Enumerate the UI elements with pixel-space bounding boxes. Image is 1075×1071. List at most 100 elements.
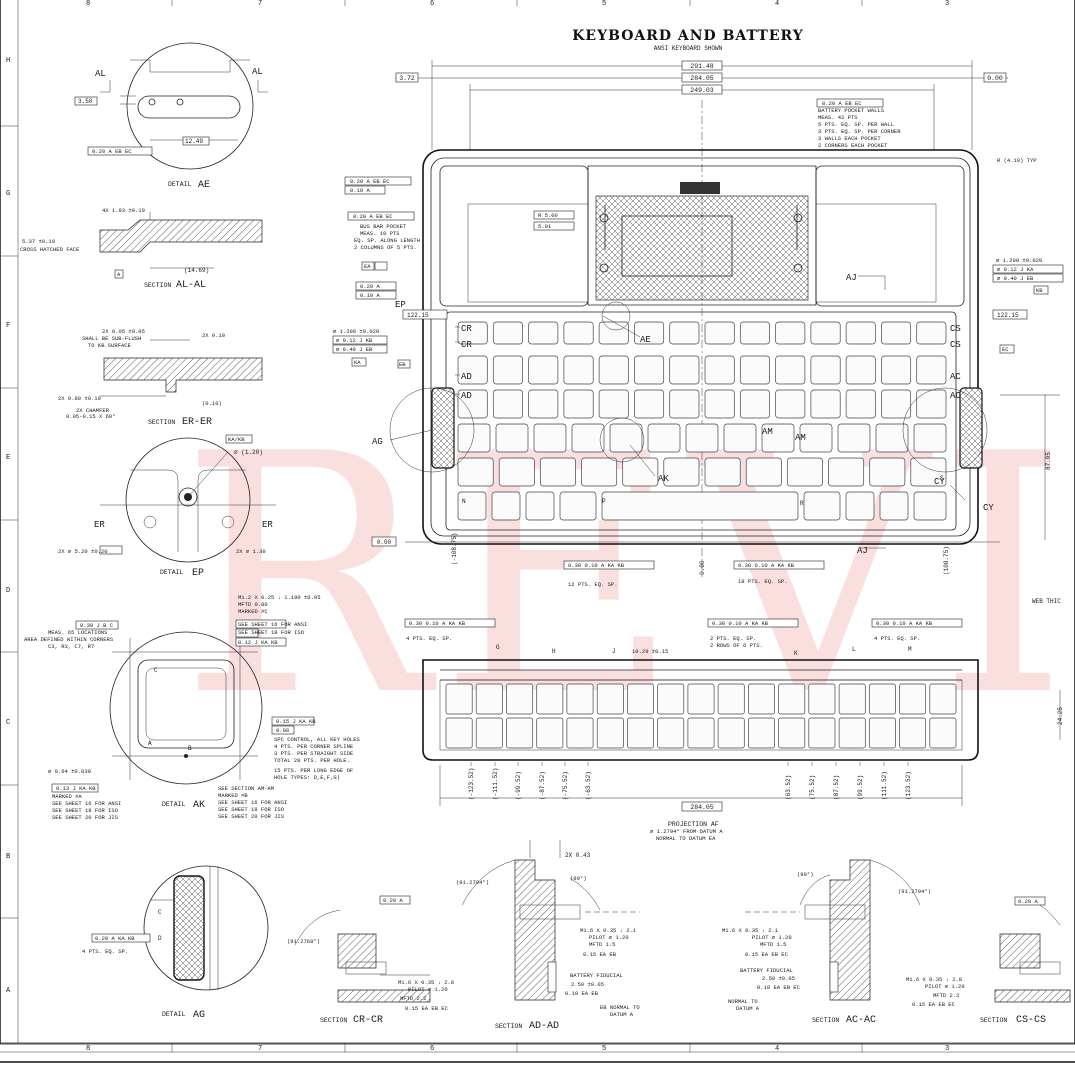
callout-am-2: AM	[795, 433, 806, 443]
fcf-busbar: 0.20 A EB EC	[353, 213, 393, 220]
detail-ag	[91, 865, 269, 991]
letter-c-ak: C	[154, 667, 158, 674]
dim-010: 2X 0.10	[202, 332, 225, 339]
note-mftd22-cr: MFTD 2.2	[400, 995, 426, 1002]
key-hole	[663, 457, 700, 487]
dim-r500: R 5.00	[538, 212, 558, 219]
section-key-cell	[778, 683, 806, 715]
section-key-cell	[627, 717, 654, 749]
note-pilot-ac: PILOT ⌀ 1.20	[752, 934, 792, 941]
note-projection: PROJECTION AF	[668, 821, 719, 828]
dim-250-ac: 2.50 ±0.05	[762, 975, 795, 982]
note-pilot-cr: PILOT ⌀ 1.20	[408, 986, 448, 993]
dim-064: ⌀ 0.64 ±0.030	[48, 768, 91, 775]
zone-col-6: 6	[430, 1045, 434, 1053]
key-hole	[803, 491, 841, 521]
key-hole	[775, 355, 806, 385]
fcf-ag: 0.20 A KA KB	[95, 935, 135, 942]
dim-005: 2X 0.05 ±0.05	[102, 328, 145, 335]
section-key-cell	[596, 683, 624, 715]
note-area: AREA DEFINED WITHIN CORNERS	[24, 636, 114, 643]
zone-row-f: F	[6, 322, 10, 330]
note-battery-meas: MEAS. 42 PTS	[818, 114, 858, 121]
detail-ag-id: AG	[193, 1010, 205, 1021]
key-hole	[913, 423, 947, 453]
key-hole	[634, 389, 665, 419]
fcf-ak-3: 0.08	[276, 727, 289, 734]
section-key-cell	[868, 717, 896, 749]
note-fid-ad: BATTERY FIDUCIAL	[570, 972, 623, 979]
key-hole	[810, 321, 841, 345]
callout-cy-1: CY	[934, 477, 945, 487]
note-4pts-ag: 4 PTS. EQ. SP.	[82, 948, 128, 955]
callout-ac-2: AC	[950, 391, 961, 401]
detail-ep-label: DETAIL	[160, 569, 184, 576]
angle-cr: (91.2768°)	[287, 938, 320, 945]
key-hole	[533, 423, 567, 453]
fcf-12pts: 0.30 0.10 A KA KB	[568, 562, 625, 569]
fcf-right-2: ⌀ 0.40 J EB	[997, 275, 1034, 282]
section-al-label: SECTION	[144, 282, 171, 289]
dim-2425: 24.25	[1057, 707, 1064, 725]
note-sheet18-b: SEE SHEET 18 FOR ISO	[218, 806, 285, 813]
section-key-cell	[475, 717, 503, 749]
key-hole	[492, 321, 523, 345]
dim-side-left: (-108.75)	[451, 533, 458, 565]
callout-ep: EP	[395, 300, 406, 310]
key-hole	[775, 389, 806, 419]
key-hole	[916, 389, 947, 419]
section-key-cell	[687, 683, 715, 715]
section-cs-cs	[994, 896, 1071, 1003]
section-cs-label: SECTION	[980, 1017, 1007, 1024]
letter-s: S	[940, 475, 944, 482]
angle-ac-90: (90°)	[797, 871, 814, 878]
section-key-cell	[566, 717, 594, 749]
section-key-cell	[506, 717, 534, 749]
datum-a-al: A	[117, 271, 121, 278]
drawing-title: KEYBOARD AND BATTERY	[572, 28, 803, 44]
detail-ae-id: AE	[198, 180, 210, 191]
note-battery-pts2: 3 PTS. EQ. SP. PER CORNER	[818, 128, 901, 135]
fcf-left-eb: ⌀ 0.40 J EB	[336, 346, 373, 353]
note-m16-ad: M1.6 X 0.35 ↓ 2.1	[580, 927, 637, 934]
section-key-cell	[748, 683, 775, 715]
note-mftd22-cs: MFTD 2.2	[933, 992, 959, 999]
fcf-cr: 0.20 A	[383, 897, 404, 904]
note-m16-ac: M1.6 X 0.35 ↓ 2.1	[722, 927, 779, 934]
note-proj-1: ⌀ 1.2794° FROM DATUM A	[650, 828, 723, 835]
zone-row-c: C	[6, 719, 10, 727]
note-battery-pocket: BATTERY POCKET WALLS	[818, 107, 885, 114]
note-fid-ac: BATTERY FIDUCIAL	[740, 967, 793, 974]
zone-col-7-top: 7	[258, 0, 262, 8]
note-busbar-meas: MEAS. 10 PTS	[360, 230, 400, 237]
callout-ag: AG	[372, 437, 383, 447]
dim-350: 3.50	[78, 98, 93, 105]
section-cs-id: CS-CS	[1016, 1015, 1046, 1026]
datum-eb-ad: EB	[600, 1004, 607, 1011]
key-hole	[559, 491, 597, 521]
note-sheet18-a: SEE SHEET 18 FOR ISO	[52, 807, 119, 814]
note-spc-5: HOLE TYPES: D,E,F,G)	[274, 774, 340, 781]
key-hole	[916, 355, 947, 385]
note-meas65: MEAS. 65 LOCATIONS	[48, 629, 108, 636]
angle-ad-90: (90°)	[570, 875, 587, 882]
section-key-cell	[445, 683, 473, 715]
detail-ak-circle	[599, 417, 645, 463]
key-hole	[581, 457, 618, 487]
key-hole	[491, 491, 521, 521]
zone-col-4: 4	[775, 1045, 779, 1053]
key-hole	[799, 423, 833, 453]
fcf-cr-2: 0.15 EA EB EC	[405, 1005, 449, 1012]
key-hole	[837, 423, 871, 453]
note-battery-pts1: 5 PTS. EQ. SP. PER WALL	[818, 121, 894, 128]
key-hole	[598, 321, 629, 345]
note-cross-hatched: CROSS HATCHED FACE	[20, 246, 80, 253]
detail-ak-label: DETAIL	[162, 801, 186, 808]
key-hole	[775, 321, 806, 345]
zone-col-3: 3	[945, 1045, 949, 1053]
key-hole	[528, 389, 559, 419]
key-hole	[913, 491, 947, 521]
section-cr-label: SECTION	[320, 1017, 347, 1024]
section-key-cell	[778, 717, 806, 749]
key-hole	[669, 321, 700, 345]
